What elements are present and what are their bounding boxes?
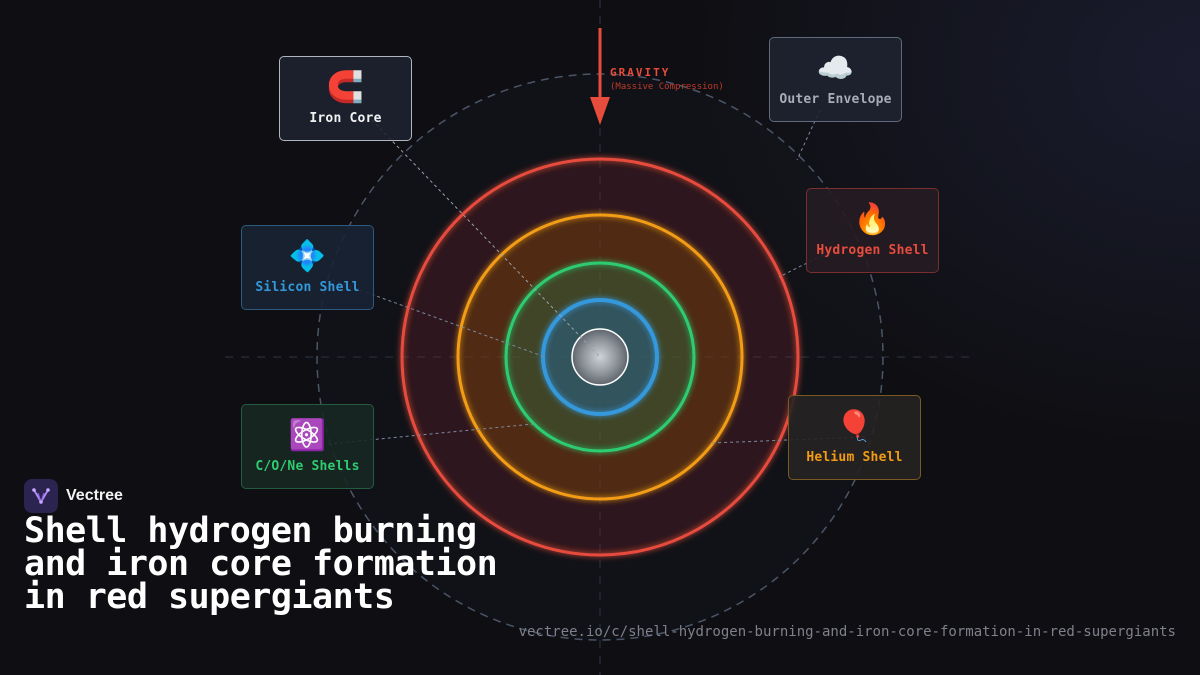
gravity-label: GRAVITY	[610, 66, 670, 79]
magnet-icon: 🧲	[326, 70, 365, 105]
iron-core-sphere	[571, 328, 629, 386]
hydrogen-shell-label: Hydrogen Shell	[816, 243, 929, 258]
silicon-shell-card: 💠 Silicon Shell	[241, 225, 374, 310]
silicon-shell-label: Silicon Shell	[255, 280, 360, 295]
balloon-icon: 🎈	[835, 409, 874, 444]
helium-shell-card: 🎈 Helium Shell	[788, 395, 921, 480]
iron-core-card: 🧲 Iron Core	[279, 56, 412, 141]
cone-shells-label: C/O/Ne Shells	[255, 459, 360, 474]
cone-shell-leader	[327, 423, 534, 445]
fire-icon: 🔥	[853, 202, 892, 237]
cloud-icon: ☁️	[816, 51, 855, 86]
outer-envelope-label: Outer Envelope	[779, 92, 892, 107]
hydrogen-shell-card: 🔥 Hydrogen Shell	[806, 188, 939, 273]
cone-shells-card: ⚛️ C/O/Ne Shells	[241, 404, 374, 489]
gravity-sublabel: (Massive Compression)	[610, 82, 724, 92]
brand: Vectree	[24, 479, 123, 513]
brand-name: Vectree	[66, 487, 123, 504]
diamond-icon: 💠	[288, 239, 327, 274]
helium-shell-label: Helium Shell	[806, 450, 903, 465]
atom-icon: ⚛️	[288, 418, 327, 453]
iron-core-label: Iron Core	[309, 111, 382, 126]
page-title: Shell hydrogen burning and iron core for…	[24, 511, 498, 617]
iron-core-leader	[371, 119, 601, 358]
outer-envelope-card: ☁️ Outer Envelope	[769, 37, 902, 122]
vectree-logo-icon	[24, 479, 58, 513]
gravity-arrow-head	[590, 97, 610, 125]
page-url[interactable]: vectree.io/c/shell-hydrogen-burning-and-…	[518, 624, 1176, 640]
